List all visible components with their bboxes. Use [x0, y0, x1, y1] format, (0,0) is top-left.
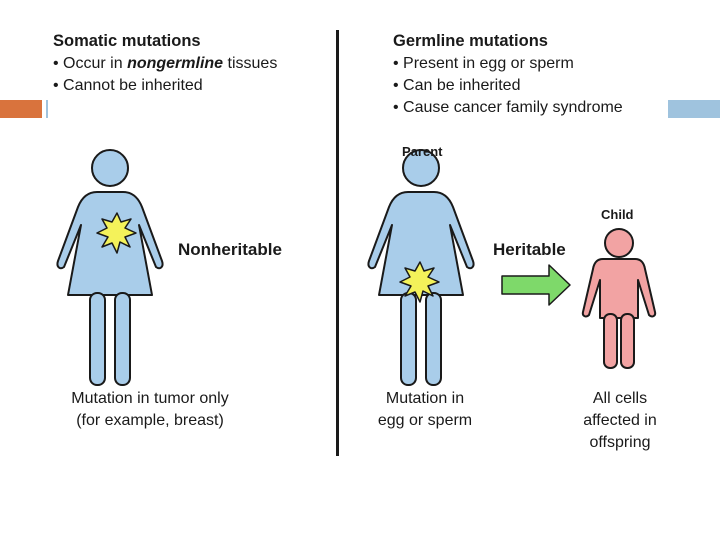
somatic-woman-figure — [56, 149, 164, 386]
germline-star-icon — [399, 261, 440, 303]
center-divider — [336, 30, 339, 456]
germline-heading: Germline mutations — [393, 32, 548, 50]
nonheritable-label: Nonheritable — [178, 240, 282, 259]
parent-caption: Mutation in egg or sperm — [377, 390, 473, 429]
accent-bar-left — [0, 100, 42, 118]
parent-label: Parent — [402, 144, 443, 159]
germline-bullet-1: • Present in egg or sperm — [393, 55, 574, 72]
germline-bullet-2: • Can be inherited — [393, 77, 521, 94]
heritable-arrow-icon — [501, 264, 571, 306]
somatic-caption: Mutation in tumor only (for example, bre… — [71, 390, 229, 429]
child-label: Child — [601, 207, 634, 222]
accent-bar-right — [668, 100, 720, 118]
tumor-star-icon — [96, 212, 137, 254]
child-caption: All cells affected in offspring — [583, 390, 657, 451]
germline-bullet-3: • Cause cancer family syndrome — [393, 99, 623, 116]
heritable-label: Heritable — [493, 240, 566, 259]
somatic-bullet-2: • Cannot be inherited — [53, 77, 203, 94]
somatic-bullet-1: • Occur in nongermline tissues — [53, 55, 278, 72]
accent-tick-left — [46, 100, 48, 118]
child-figure — [581, 228, 657, 369]
somatic-heading: Somatic mutations — [53, 32, 201, 50]
